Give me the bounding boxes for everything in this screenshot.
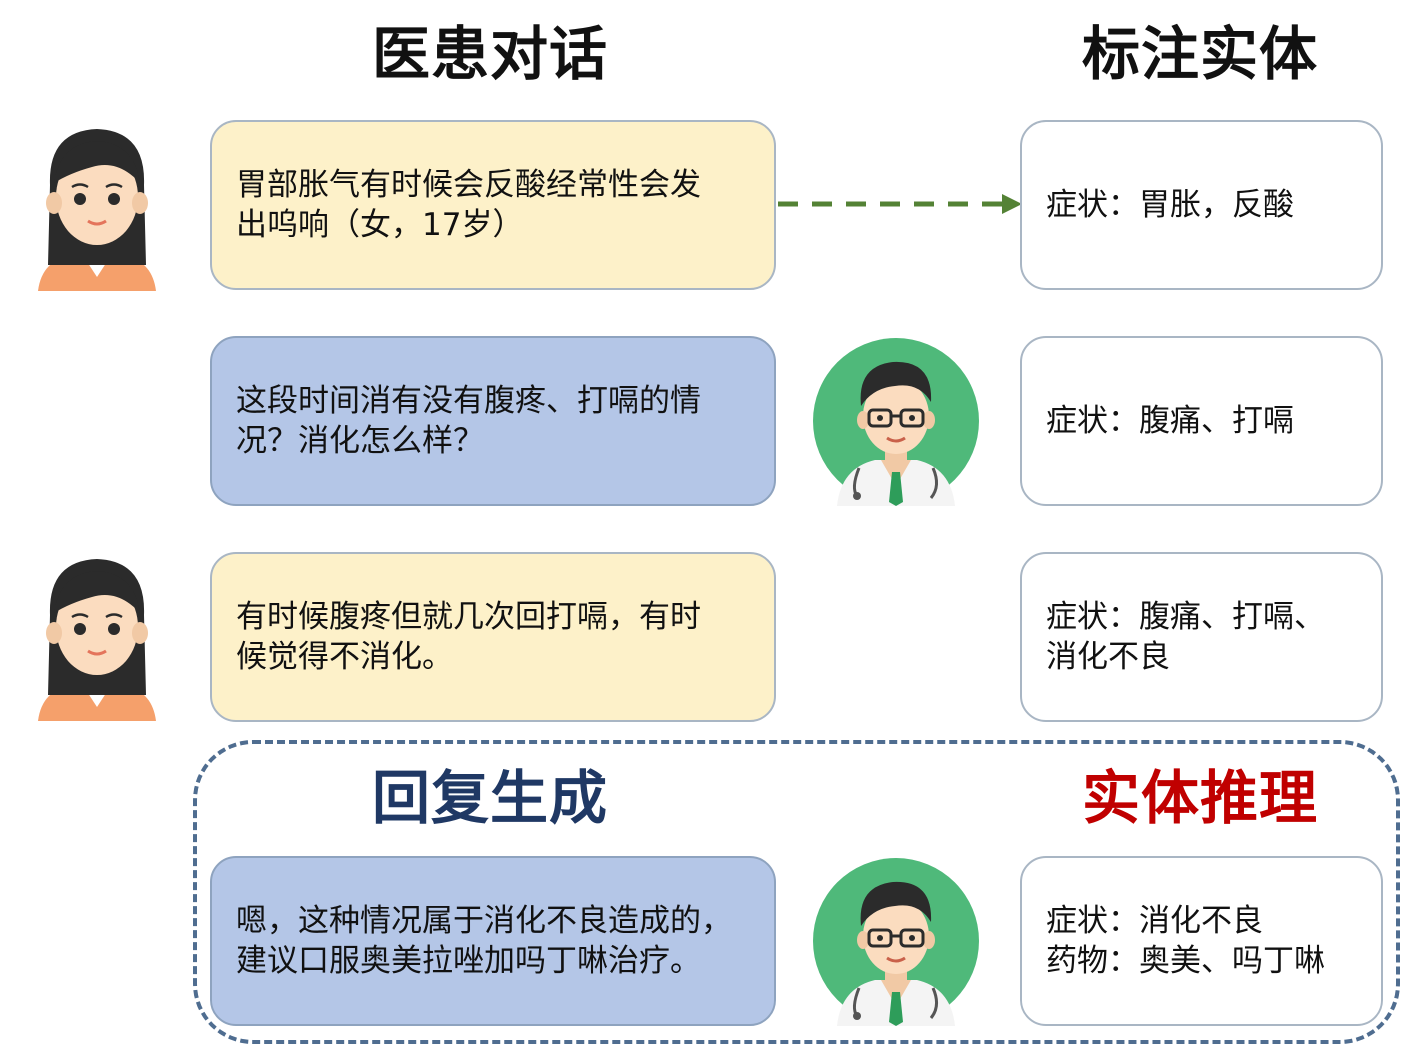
doctor-avatar-icon xyxy=(813,858,979,1026)
entity-arrow xyxy=(778,194,1022,214)
patient-utterance-2: 有时候腹疼但就几次回打嗝，有时 候觉得不消化。 xyxy=(210,552,776,722)
heading-entities: 标注实体 xyxy=(1081,20,1318,88)
entity-box-4: 症状：消化不良 药物：奥美、吗丁啉 xyxy=(1020,856,1383,1026)
doctor-avatar-icon xyxy=(813,338,979,506)
heading-reasoning: 实体推理 xyxy=(1081,764,1318,832)
entity-box-2: 症状：腹痛、打嗝 xyxy=(1020,336,1383,506)
patient-avatar-icon xyxy=(38,129,156,291)
entity-box-3: 症状：腹痛、打嗝、 消化不良 xyxy=(1020,552,1383,722)
doctor-utterance-2: 嗯，这种情况属于消化不良造成的， 建议口服奥美拉唑加吗丁啉治疗。 xyxy=(210,856,776,1026)
patient-utterance-1: 胃部胀气有时候会反酸经常性会发 出呜响（女，17岁） xyxy=(210,120,776,290)
generation-frame xyxy=(193,740,1400,1044)
heading-dialogue: 医患对话 xyxy=(371,20,608,88)
patient-avatar-icon xyxy=(38,559,156,721)
doctor-utterance-1: 这段时间消有没有腹疼、打嗝的情 况？消化怎么样？ xyxy=(210,336,776,506)
entity-box-1: 症状：胃胀，反酸 xyxy=(1020,120,1383,290)
heading-response: 回复生成 xyxy=(371,764,608,832)
